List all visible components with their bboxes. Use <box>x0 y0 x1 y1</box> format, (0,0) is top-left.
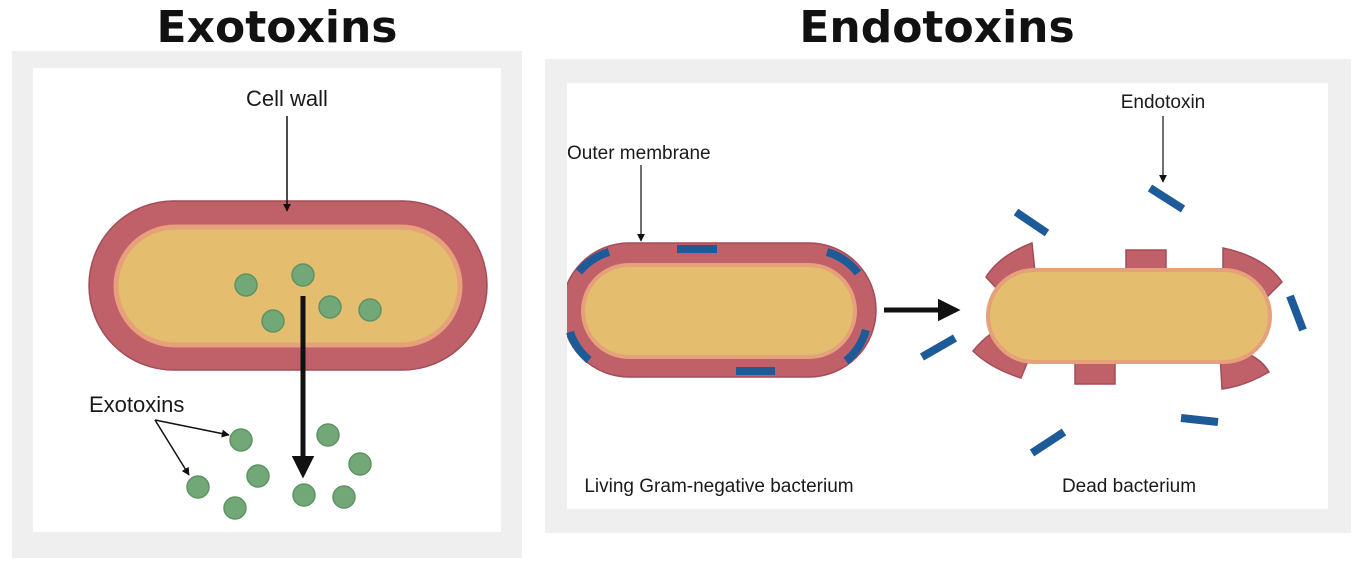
exotoxin-granule <box>358 298 382 322</box>
released-endotoxin <box>1029 428 1067 457</box>
endotoxins-title: Endotoxins <box>799 2 1075 53</box>
exotoxin-granule <box>318 295 342 319</box>
exotoxin-particle <box>316 423 340 447</box>
exotoxin-cytoplasm <box>113 224 463 348</box>
bound-endotoxin <box>575 248 611 275</box>
exotoxin-particle <box>246 464 270 488</box>
exotoxin-particle <box>223 496 247 520</box>
exotoxin-particle <box>348 452 372 476</box>
dead-cytoplasm <box>986 268 1272 364</box>
exotoxin-granule <box>291 263 315 287</box>
dead-bacterium <box>971 241 1283 390</box>
bound-endotoxin <box>843 328 870 365</box>
released-endotoxin <box>1147 184 1186 213</box>
released-endotoxin <box>1013 208 1050 237</box>
living-cytoplasm <box>581 263 857 359</box>
cell-wall-label: Cell wall <box>246 86 328 111</box>
released-exotoxins <box>186 423 372 520</box>
living-gram-negative-bacterium <box>561 242 877 378</box>
endotoxin-label: Endotoxin <box>1121 92 1206 113</box>
exotoxin-bacterium <box>88 200 488 371</box>
dead-bacterium-caption: Dead bacterium <box>1062 476 1196 497</box>
membrane-bound-endotoxins <box>566 245 870 375</box>
bound-endotoxin <box>566 330 592 364</box>
exotoxin-granule <box>234 273 258 297</box>
exotoxins-pointer-arrow <box>154 419 230 438</box>
bound-endotoxin <box>825 248 862 276</box>
exotoxin-particle <box>229 428 253 452</box>
released-endotoxin <box>920 334 957 361</box>
exotoxin-particle <box>292 483 316 507</box>
endotoxin-overflow-mask <box>545 230 567 390</box>
exotoxin-granule <box>261 309 285 333</box>
exotoxin-particle <box>186 475 210 499</box>
exotoxin-particle <box>332 485 356 509</box>
released-endotoxin <box>1286 294 1307 332</box>
internal-exotoxin-granules <box>234 263 382 333</box>
living-bacterium-caption: Living Gram-negative bacterium <box>584 476 853 497</box>
released-endotoxin <box>1180 414 1219 426</box>
exotoxins-title: Exotoxins <box>156 2 398 53</box>
exotoxins-label: Exotoxins <box>89 392 184 417</box>
released-endotoxins <box>920 184 1307 457</box>
outer-membrane-label: Outer membrane <box>567 143 711 164</box>
exotoxins-pointer-arrow <box>154 419 190 476</box>
